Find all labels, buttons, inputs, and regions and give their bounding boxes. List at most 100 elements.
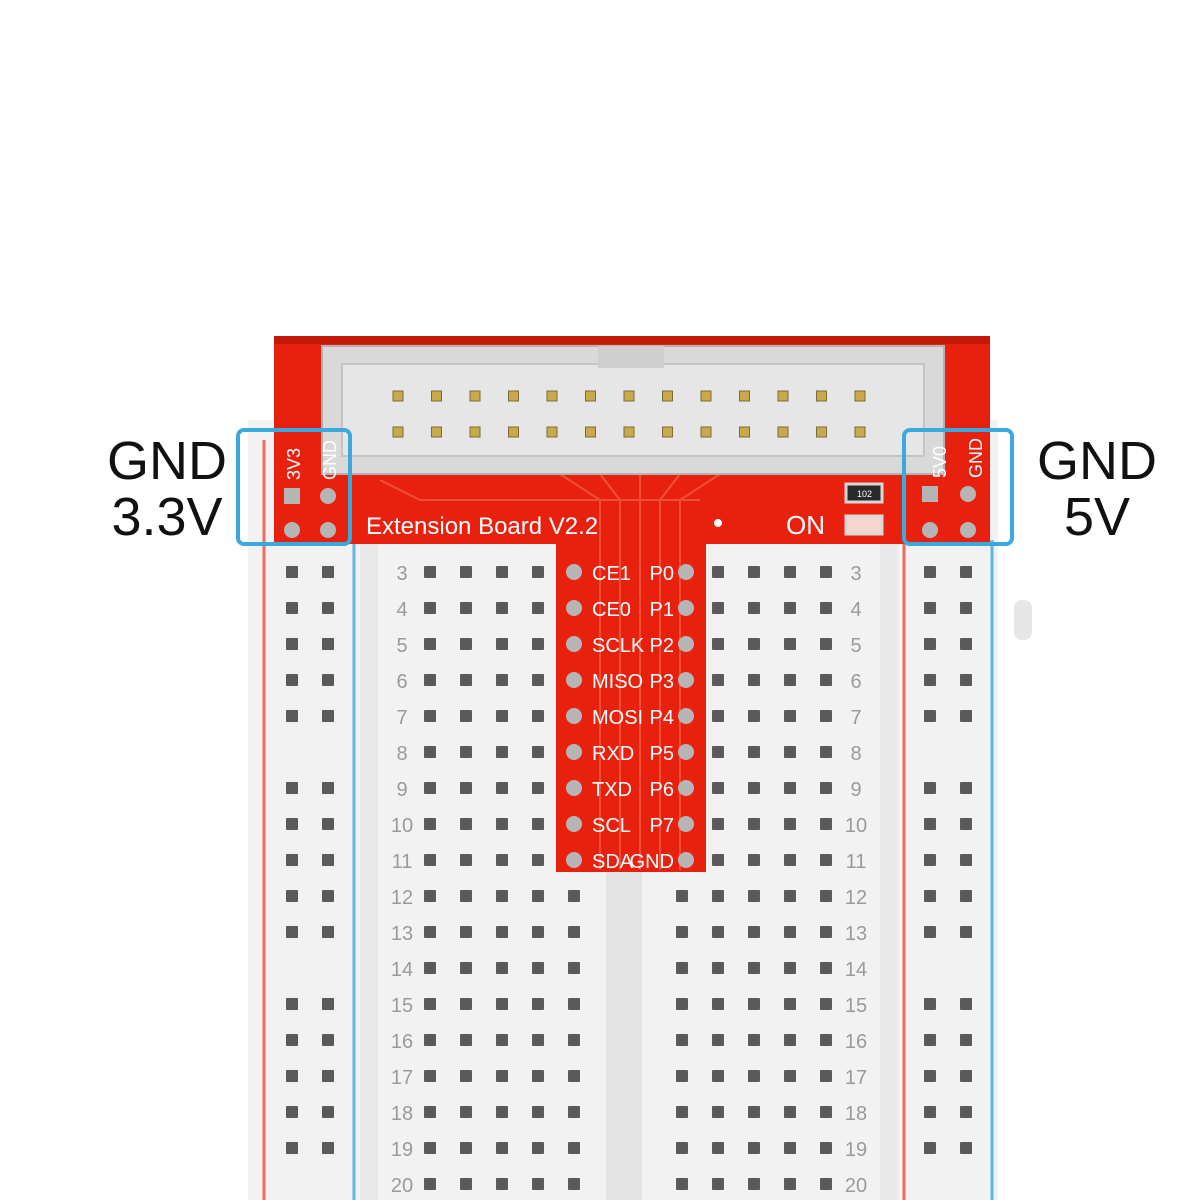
breadboard-hole [784,818,796,830]
power-rail-hole [924,1034,936,1046]
breadboard-hole [424,638,436,650]
right-callout-gnd: GND [1037,431,1157,491]
breadboard-hole [748,854,760,866]
breadboard-hole [748,1178,760,1190]
power-rail-hole [286,566,298,578]
breadboard-hole [460,1034,472,1046]
breadboard-hole [820,638,832,650]
gpio-pad-right [678,744,694,760]
breadboard-hole [424,818,436,830]
row-number-left: 9 [396,779,407,801]
connector-pin [585,426,596,438]
power-rail-hole [960,674,972,686]
row-number-left: 6 [396,671,407,693]
breadboard-hole [424,746,436,758]
gpio-label-right: P0 [650,563,674,585]
power-rail-hole [924,710,936,722]
row-number-right: 8 [850,743,861,765]
power-rail-hole [322,926,334,938]
connector-pin [469,390,481,402]
row-number-left: 3 [396,563,407,585]
breadboard-hole [496,566,508,578]
connector-pin [816,390,827,402]
row-number-left: 14 [391,959,413,981]
power-rail-hole [286,674,298,686]
connector-pin [546,390,558,402]
breadboard-hole [784,1178,796,1190]
gpio-pad-right [678,816,694,832]
breadboard-hole [532,566,544,578]
breadboard-left-rail-gap [360,540,378,1200]
gpio-label-right: P5 [650,743,674,765]
breadboard-hole [532,998,544,1010]
breadboard-hole [532,1178,544,1190]
power-rail-hole [286,890,298,902]
breadboard-hole [748,782,760,794]
power-rail-hole [924,818,936,830]
row-number-right: 18 [845,1103,867,1125]
breadboard-hole [532,1106,544,1118]
breadboard-hole [820,674,832,686]
breadboard-hole [460,926,472,938]
power-rail-hole [322,566,334,578]
gpio-label-left: CE0 [592,599,631,621]
breadboard-hole [748,1070,760,1082]
breadboard-hole [460,674,472,686]
breadboard-hole [820,710,832,722]
row-number-right: 10 [845,815,867,837]
power-rail-hole [322,1070,334,1082]
power-rail-hole [960,638,972,650]
connector-pin [854,426,866,438]
connector-pin [623,390,635,402]
breadboard-hole [712,890,724,902]
breadboard-hole [820,818,832,830]
board-title: Extension Board V2.2 [366,513,598,540]
breadboard-hole [496,818,508,830]
breadboard-hole [676,1178,688,1190]
breadboard-hole [460,602,472,614]
breadboard-hole [496,782,508,794]
breadboard-hole [784,638,796,650]
breadboard-hole [460,1070,472,1082]
breadboard-hole [712,710,724,722]
breadboard-hole [748,746,760,758]
connector-pin [431,390,442,402]
power-rail-hole [286,710,298,722]
connector-pin [662,426,673,438]
breadboard-hole [748,1034,760,1046]
breadboard-hole [820,746,832,758]
row-number-right: 19 [845,1139,867,1161]
breadboard-hole [784,1106,796,1118]
power-rail-hole [960,566,972,578]
breadboard-hole [712,998,724,1010]
breadboard-hole [532,674,544,686]
gpio-pad-left [566,600,582,616]
breadboard-hole [676,890,688,902]
power-rail-hole [322,1106,334,1118]
breadboard-hole [748,566,760,578]
breadboard-hole [496,1070,508,1082]
row-number-right: 11 [846,851,867,873]
power-rail-hole [286,998,298,1010]
breadboard-hole [784,1034,796,1046]
right-callout-box [902,428,1014,546]
connector-pin [431,426,442,438]
breadboard-hole [820,1034,832,1046]
connector-pin [739,390,750,402]
power-rail-hole [286,602,298,614]
right-power-pads [922,486,976,538]
row-number-left: 5 [396,635,407,657]
breadboard-hole [496,890,508,902]
connector-pin [508,390,519,402]
breadboard-hole [568,1070,580,1082]
gpio-label-right: P2 [650,635,674,657]
power-rail-hole [322,890,334,902]
breadboard-hole [496,998,508,1010]
power-rail-hole [960,710,972,722]
gpio-connector-pins [392,390,866,438]
left-header-label-3v3: 3V3 [284,448,304,480]
power-rail-hole [322,602,334,614]
breadboard-hole [532,818,544,830]
breadboard-hole [460,1106,472,1118]
breadboard-hole [424,962,436,974]
